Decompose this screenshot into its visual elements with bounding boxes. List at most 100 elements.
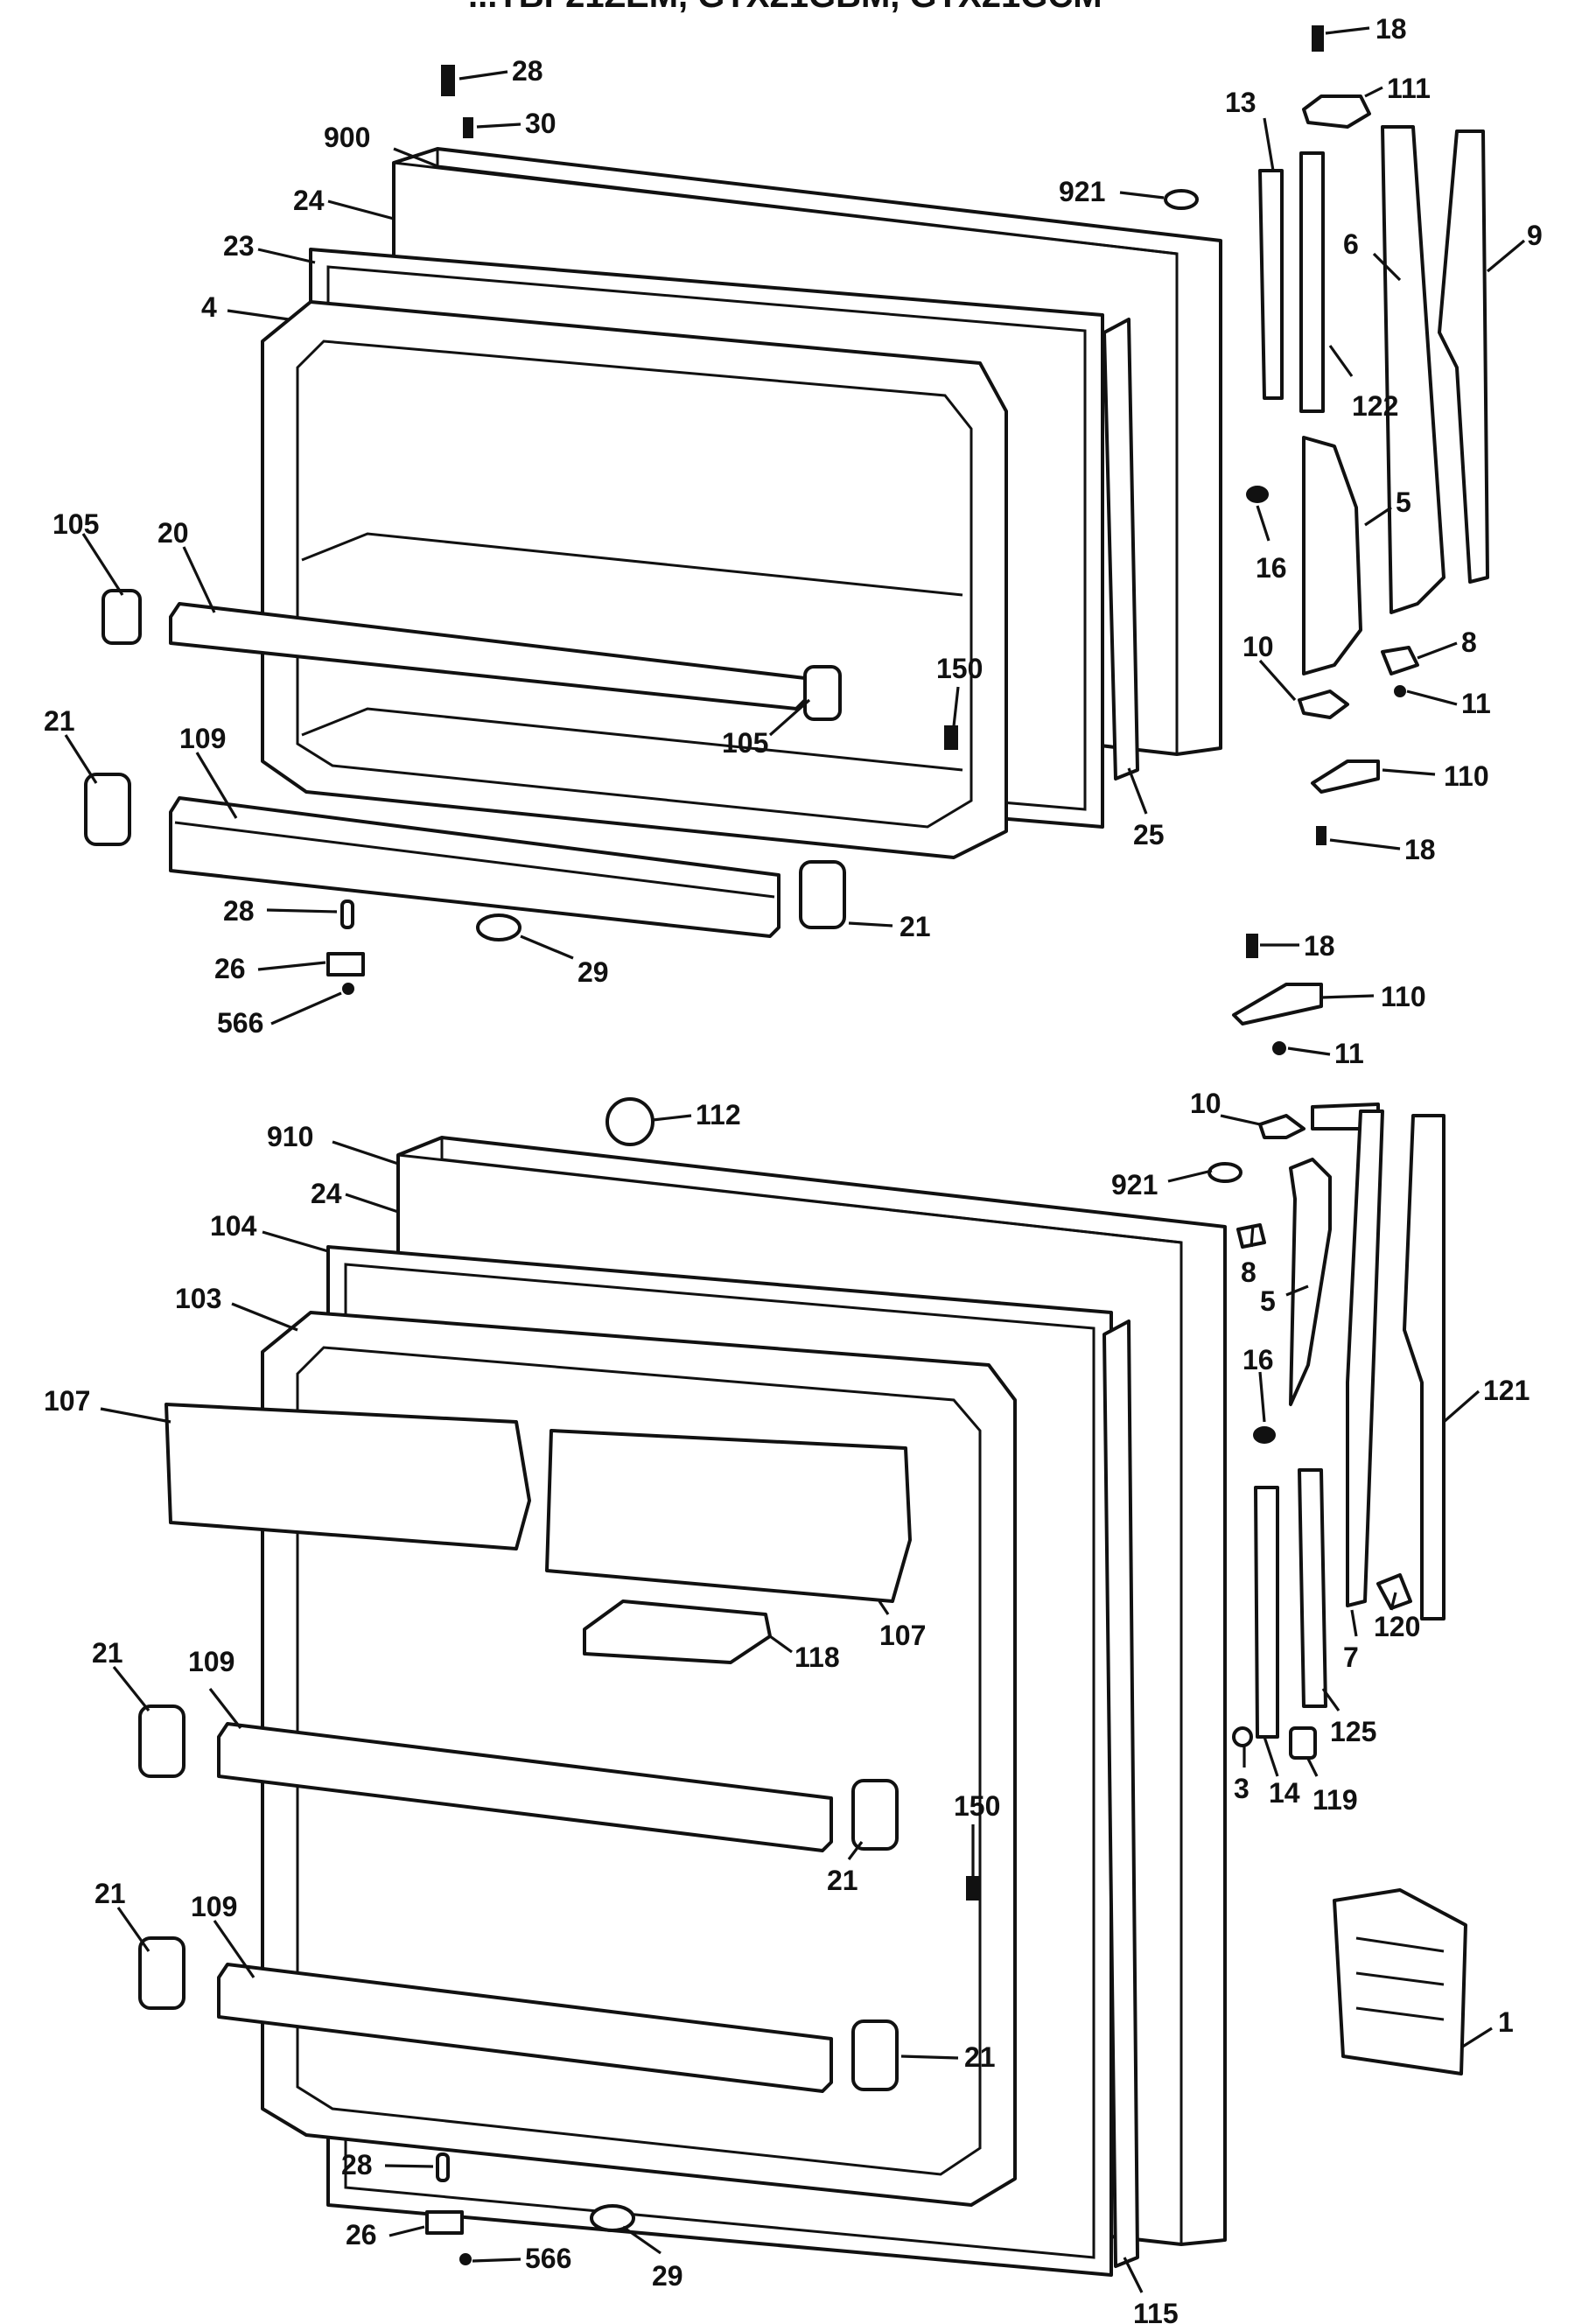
callout-110-upper: 110 xyxy=(1444,760,1489,792)
hinge-10-upper xyxy=(1298,690,1349,719)
callout-28-lower-pin: 28 xyxy=(341,2149,373,2180)
hinge-cover-110-upper xyxy=(1311,760,1380,794)
freezer-shelf-bar-lower xyxy=(169,796,780,938)
callout-7: 7 xyxy=(1343,1642,1359,1673)
callout-11-upper: 11 xyxy=(1461,688,1491,719)
callout-105-right: 105 xyxy=(722,727,768,759)
callout-566-lower: 566 xyxy=(525,2243,571,2274)
callout-109-mid: 109 xyxy=(188,1646,234,1677)
bracket-26-lower xyxy=(425,2210,464,2235)
screw-150-lower xyxy=(966,1876,980,1900)
callout-20: 20 xyxy=(158,517,189,549)
callout-119: 119 xyxy=(1312,1784,1358,1816)
screw-16-upper xyxy=(1246,486,1269,503)
hinge-10-lower xyxy=(1258,1114,1306,1139)
callout-104: 104 xyxy=(210,1210,257,1242)
bumper-29-upper xyxy=(476,914,522,942)
callout-10-lower: 10 xyxy=(1190,1088,1222,1119)
screw-16-lower xyxy=(1253,1426,1276,1444)
callout-921: 921 xyxy=(1059,176,1105,207)
screw-28-top xyxy=(441,65,455,96)
callout-5-lower: 5 xyxy=(1260,1285,1276,1317)
plug-921-upper xyxy=(1164,189,1199,210)
callout-18-lower: 18 xyxy=(1304,930,1335,962)
pin-28-upper xyxy=(340,900,354,929)
callout-25: 25 xyxy=(1133,819,1165,850)
callout-121: 121 xyxy=(1483,1375,1530,1406)
callout-103: 103 xyxy=(175,1283,221,1314)
callout-18-mid: 18 xyxy=(1404,834,1436,865)
callout-150-upper: 150 xyxy=(936,653,983,684)
pin-28-lower xyxy=(436,2152,450,2182)
callout-9: 9 xyxy=(1527,220,1543,251)
fresh-food-left-end-cap-upper xyxy=(138,1704,186,1778)
callout-3: 3 xyxy=(1234,1773,1250,1804)
fresh-food-low-bar-end-cap xyxy=(851,2020,899,2091)
callout-120: 120 xyxy=(1374,1611,1420,1642)
callout-900: 900 xyxy=(324,122,370,153)
callout-24-lower: 24 xyxy=(311,1178,342,1209)
callout-115: 115 xyxy=(1133,2298,1179,2324)
fresh-food-side-trim xyxy=(1102,1320,1139,2268)
callout-107-left: 107 xyxy=(44,1385,90,1417)
callout-566-upper: 566 xyxy=(217,1007,263,1039)
callout-8-lower: 8 xyxy=(1241,1256,1256,1288)
callout-122: 122 xyxy=(1352,390,1398,422)
callout-14: 14 xyxy=(1269,1777,1300,1809)
freezer-lower-bar-end-cap xyxy=(799,860,846,929)
fresh-food-shelf-bar-low xyxy=(217,1963,833,2093)
callout-10-upper: 10 xyxy=(1242,631,1274,662)
callout-921-lower: 921 xyxy=(1111,1169,1158,1200)
bracket-120 xyxy=(1376,1573,1412,1610)
freezer-inner-liner xyxy=(261,300,1008,859)
callout-109-lower: 109 xyxy=(191,1891,237,1922)
freezer-side-trim xyxy=(1102,318,1139,780)
nut-3 xyxy=(1232,1726,1253,1747)
callout-26-upper: 26 xyxy=(214,953,246,984)
callout-4: 4 xyxy=(201,291,217,323)
freezer-door-assembly xyxy=(84,65,1222,995)
dairy-bin-right xyxy=(545,1429,912,1603)
callout-109-upper: 109 xyxy=(179,723,226,754)
screw-18-mid xyxy=(1316,826,1326,845)
callout-112: 112 xyxy=(696,1099,741,1130)
screw-566-lower xyxy=(459,2253,472,2265)
plug-112 xyxy=(606,1097,654,1146)
instruction-booklet xyxy=(1333,1888,1467,2076)
callout-13: 13 xyxy=(1225,87,1256,118)
hinge-111 xyxy=(1302,94,1371,129)
callout-23: 23 xyxy=(223,230,255,262)
callout-110-lower: 110 xyxy=(1381,981,1426,1012)
fresh-food-mid-bar-end-cap xyxy=(851,1779,899,1851)
freezer-hinge-hardware xyxy=(1246,25,1489,845)
handle-trim-6 xyxy=(1381,125,1446,614)
handle-trim-7 xyxy=(1346,1110,1384,1607)
hinge-cover-110-lower xyxy=(1232,983,1323,1026)
callout-28: 28 xyxy=(512,55,543,87)
screw-18-top xyxy=(1312,25,1324,52)
callout-29-upper: 29 xyxy=(578,956,609,988)
strip-125 xyxy=(1298,1468,1327,1708)
callout-6: 6 xyxy=(1343,228,1359,260)
strip-13 xyxy=(1258,169,1284,400)
fresh-food-door-assembly xyxy=(138,1097,1242,2277)
callout-8-upper: 8 xyxy=(1461,626,1477,658)
fresh-food-shelf-bar-mid xyxy=(217,1722,833,1852)
screw-566-upper xyxy=(342,983,354,995)
callout-24: 24 xyxy=(293,185,325,216)
callout-30: 30 xyxy=(525,108,556,139)
callout-910: 910 xyxy=(267,1121,313,1152)
callout-21-left-upper: 21 xyxy=(44,705,75,737)
screw-150-upper xyxy=(944,725,958,750)
callout-107-right: 107 xyxy=(879,1620,926,1651)
callout-18: 18 xyxy=(1376,13,1407,45)
callout-11-lower: 11 xyxy=(1334,1038,1364,1069)
freezer-bar-end-cap xyxy=(803,665,842,721)
callout-118: 118 xyxy=(794,1642,840,1673)
freezer-left-end-cap-21 xyxy=(84,773,131,846)
screw-11-upper xyxy=(1394,685,1406,697)
callout-layer: 18 111 28 30 900 13 921 24 23 6 9 4 122 … xyxy=(44,13,1543,2324)
freezer-left-end-cap-105 xyxy=(102,589,142,645)
hinge-8-upper xyxy=(1381,646,1419,676)
